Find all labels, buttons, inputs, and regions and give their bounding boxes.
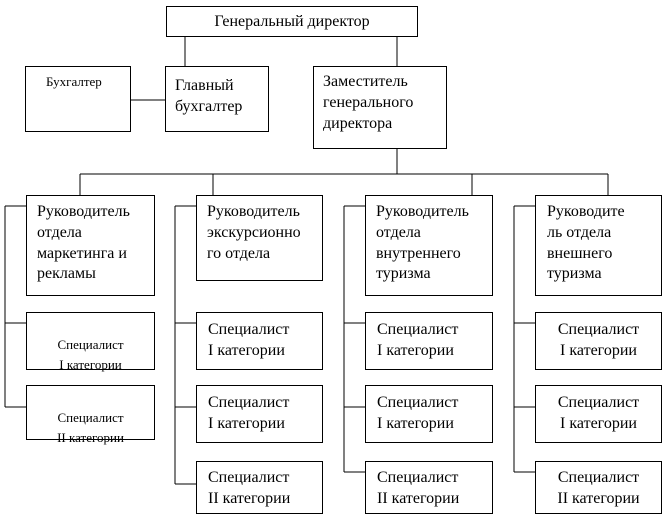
node-domestic-specialist-3: Специалист II категории	[365, 461, 493, 514]
node-head-excursion: Руководитель экскурсионно го отдела	[196, 195, 323, 281]
node-head-foreign: Руководите ль отдела внешнего туризма	[535, 195, 662, 296]
node-marketing-specialist-1: Специалист I категории	[26, 312, 155, 372]
node-domestic-specialist-2: Специалист I категории	[365, 385, 493, 443]
node-head-marketing: Руководитель отдела маркетинга и рекламы	[26, 195, 155, 296]
marketing-specialist-1-text: Специалист I категории	[57, 337, 124, 373]
node-excursion-specialist-3: Специалист II категории	[196, 461, 323, 514]
node-accountant: Бухгалтер	[25, 66, 131, 132]
node-foreign-specialist-3: Специалист II категории	[535, 461, 662, 514]
node-marketing-specialist-2: Специалист II категории	[26, 385, 155, 445]
node-domestic-specialist-1: Специалист I категории	[365, 312, 493, 370]
node-director: Генеральный директор	[166, 6, 418, 37]
node-excursion-specialist-2: Специалист I категории	[196, 385, 323, 443]
node-excursion-specialist-1: Специалист I категории	[196, 312, 323, 370]
node-head-domestic: Руководитель отдела внутреннего туризма	[365, 195, 493, 296]
node-chief-accountant: Главный бухгалтер	[165, 66, 269, 132]
node-deputy: Заместитель генерального директора	[313, 66, 447, 149]
node-foreign-specialist-1: Специалист I категории	[535, 312, 662, 370]
marketing-specialist-2-text: Специалист II категории	[57, 410, 124, 446]
node-foreign-specialist-2: Специалист I категории	[535, 385, 662, 443]
